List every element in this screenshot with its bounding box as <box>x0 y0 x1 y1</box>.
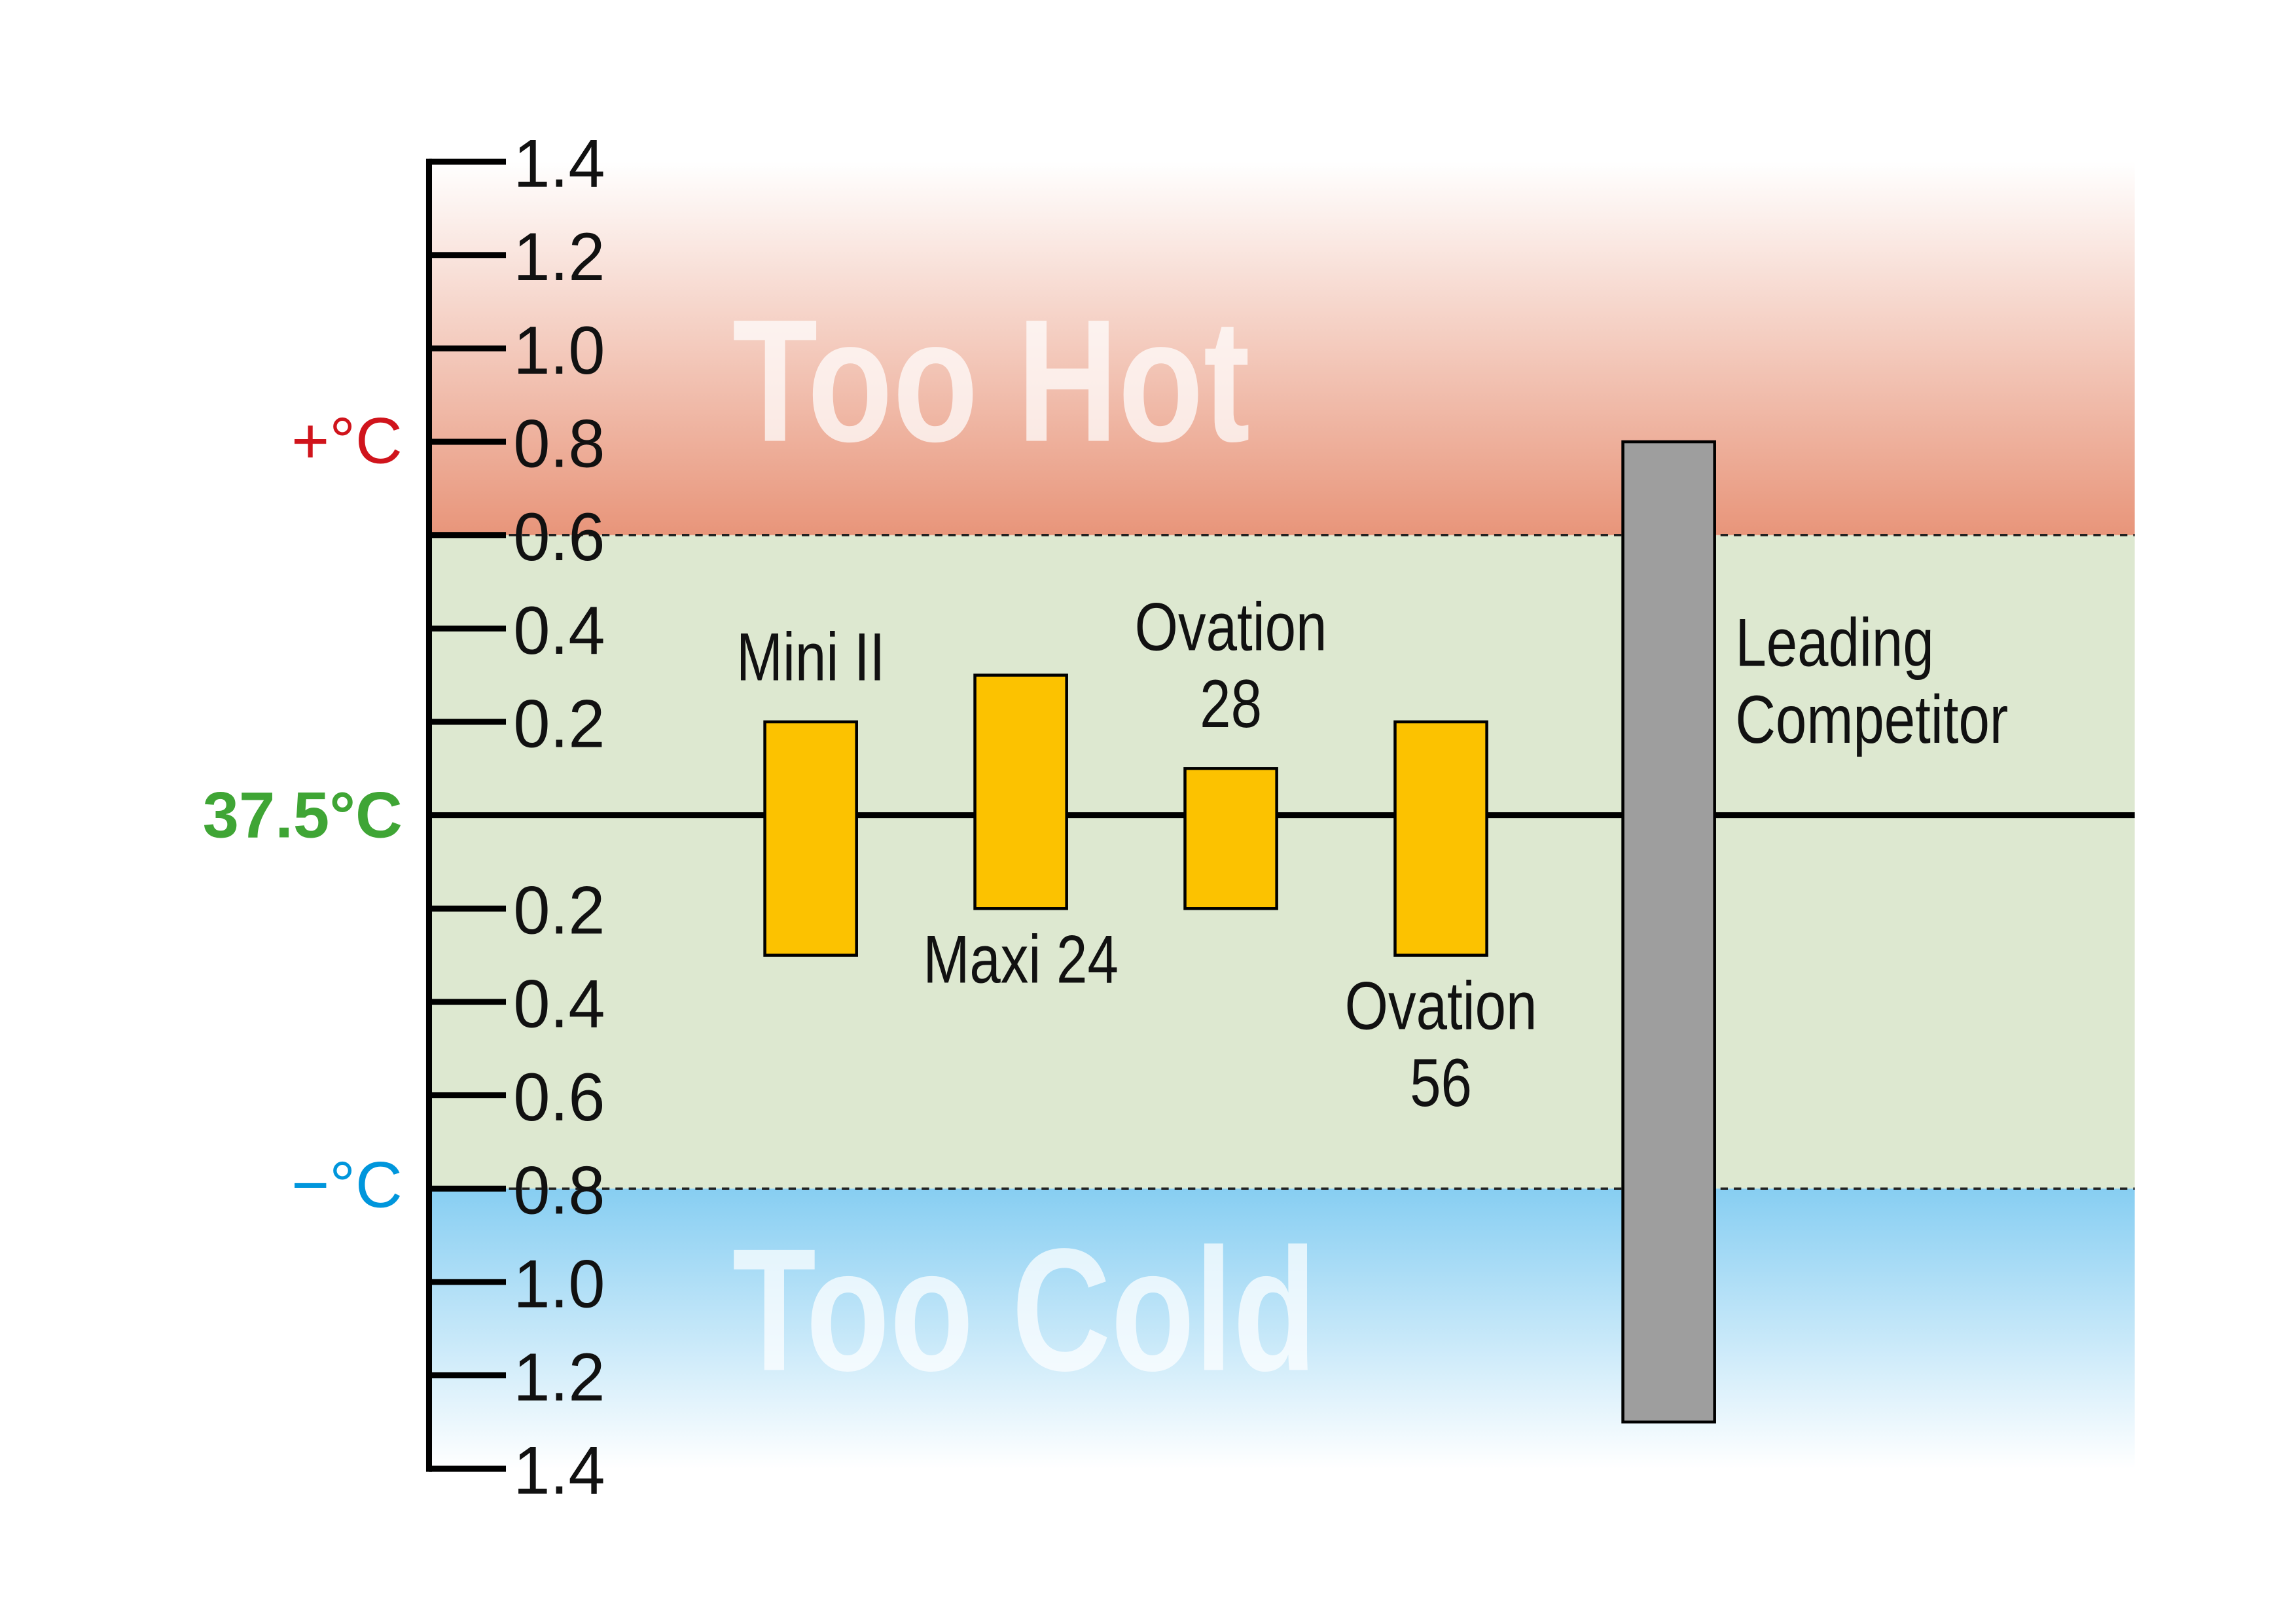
bar-maxi-24 <box>973 673 1068 910</box>
bar-label: Maxi 24 <box>923 921 1119 997</box>
bar-label: 28 <box>1200 666 1262 742</box>
minus-degree-label: −°C <box>291 1149 403 1222</box>
bar-mini-ii <box>763 720 858 957</box>
bar-ovation-56 <box>1393 720 1488 957</box>
comfort-zone <box>429 535 2135 1189</box>
y-tick-label: 1.0 <box>513 313 605 389</box>
y-tick-label: 0.2 <box>513 873 605 949</box>
center-temperature-label: 37.5°C <box>203 779 403 852</box>
y-tick-label: 0.8 <box>513 406 605 482</box>
y-tick-label: 0.6 <box>513 1060 605 1135</box>
bar-label: Ovation <box>1135 590 1327 666</box>
bar-leading-competitor <box>1621 440 1716 1424</box>
y-tick-label: 0.4 <box>513 966 605 1042</box>
plus-degree-label: +°C <box>291 405 403 478</box>
bar-label: 56 <box>1410 1045 1472 1121</box>
y-tick-label: 0.4 <box>513 593 605 669</box>
y-tick-label: 1.4 <box>513 126 605 202</box>
bar-label: Leading <box>1735 605 1933 681</box>
too-hot-label: Too Hot <box>732 283 1250 478</box>
bar-ovation-28 <box>1183 767 1278 910</box>
bar-label: Mini II <box>736 620 885 696</box>
y-tick-label: 0.6 <box>513 499 605 575</box>
bar-label: Competitor <box>1735 682 2008 758</box>
y-tick-label: 1.2 <box>513 1340 605 1416</box>
too-hot-zone <box>429 162 2135 535</box>
y-tick-label: 0.8 <box>513 1153 605 1229</box>
y-tick-label: 1.0 <box>513 1246 605 1322</box>
too-cold-label: Too Cold <box>732 1212 1317 1407</box>
bar-label: Ovation <box>1345 969 1537 1044</box>
too-cold-zone <box>429 1188 2135 1469</box>
y-tick-label: 1.4 <box>513 1433 605 1509</box>
y-tick-label: 0.2 <box>513 686 605 762</box>
y-tick-label: 1.2 <box>513 219 605 295</box>
